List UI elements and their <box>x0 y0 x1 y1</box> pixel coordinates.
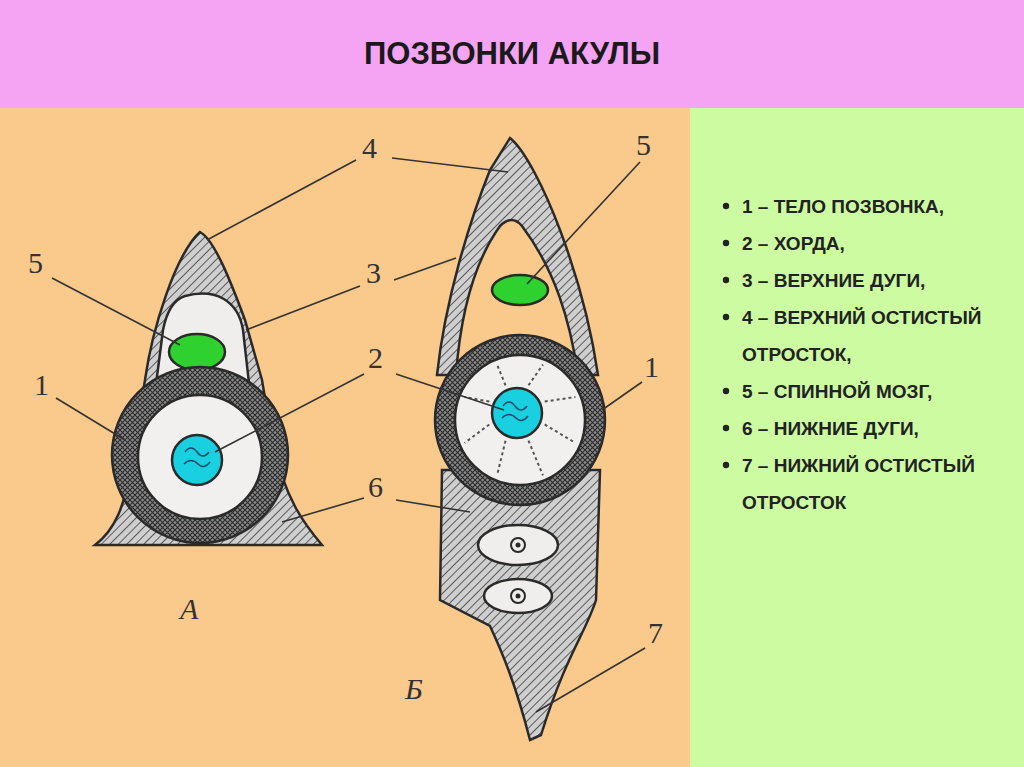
callout-number: 1 <box>34 370 49 400</box>
callout-number: 3 <box>366 258 381 288</box>
neural-arch <box>95 232 322 545</box>
legend-text: 4 – ВЕРХНИЙ ОСТИСТЫЙ ОТРОСТОК, <box>742 299 997 373</box>
callout-number: 2 <box>368 343 383 373</box>
bullet <box>722 387 730 395</box>
callout-number: 5 <box>28 248 43 278</box>
title-band <box>0 0 1024 108</box>
vertebral-body <box>435 335 605 505</box>
callout-number: 1 <box>644 352 659 382</box>
body-inner <box>138 395 262 519</box>
callout-number: 7 <box>648 618 663 648</box>
bullet <box>722 461 730 469</box>
legend-item: 3 – ВЕРХНИЕ ДУГИ, <box>722 262 1012 299</box>
legend-text: 7 – НИЖНИЙ ОСТИСТЫЙ ОТРОСТОК <box>742 447 997 521</box>
haemal-canal <box>478 525 558 565</box>
legend-panel <box>690 108 1024 767</box>
bullet <box>722 424 730 432</box>
legend-text: 3 – ВЕРХНИЕ ДУГИ, <box>742 262 997 299</box>
bullet <box>722 313 730 321</box>
legend-item: 5 – СПИННОЙ МОЗГ, <box>722 373 1012 410</box>
figure-letter: А <box>180 594 198 624</box>
legend-item: 1 – ТЕЛО ПОЗВОНКА, <box>722 188 1012 225</box>
bullet <box>722 202 730 210</box>
legend-item: 6 – НИЖНИЕ ДУГИ, <box>722 410 1012 447</box>
spinal-cord <box>169 334 225 370</box>
legend-list: 1 – ТЕЛО ПОЗВОНКА,2 – ХОРДА,3 – ВЕРХНИЕ … <box>722 188 1012 521</box>
haemal-canal <box>484 579 552 613</box>
legend-text: 6 – НИЖНИЕ ДУГИ, <box>742 410 997 447</box>
callout-number: 5 <box>636 130 651 160</box>
legend-text: 2 – ХОРДА, <box>742 225 997 262</box>
callout-number: 6 <box>368 472 383 502</box>
legend-item: 4 – ВЕРХНИЙ ОСТИСТЫЙ ОТРОСТОК, <box>722 299 1012 373</box>
spinal-cord <box>492 275 548 305</box>
bullet <box>722 239 730 247</box>
drawing-panel <box>0 108 690 767</box>
legend-text: 1 – ТЕЛО ПОЗВОНКА, <box>742 188 997 225</box>
legend-item: 7 – НИЖНИЙ ОСТИСТЫЙ ОТРОСТОК <box>722 447 1012 521</box>
legend-text: 5 – СПИННОЙ МОЗГ, <box>742 373 997 410</box>
figure-letter: Б <box>405 674 423 704</box>
vertebra-a <box>95 232 322 545</box>
page-title: ПОЗВОНКИ АКУЛЫ <box>0 0 1024 108</box>
callout-number: 4 <box>362 133 377 163</box>
notochord <box>492 388 542 438</box>
legend-item: 2 – ХОРДА, <box>722 225 1012 262</box>
notochord <box>172 435 222 485</box>
leader-lines <box>52 158 645 712</box>
vertebral-body <box>112 367 288 543</box>
bullet <box>722 276 730 284</box>
body-inner <box>455 355 585 485</box>
